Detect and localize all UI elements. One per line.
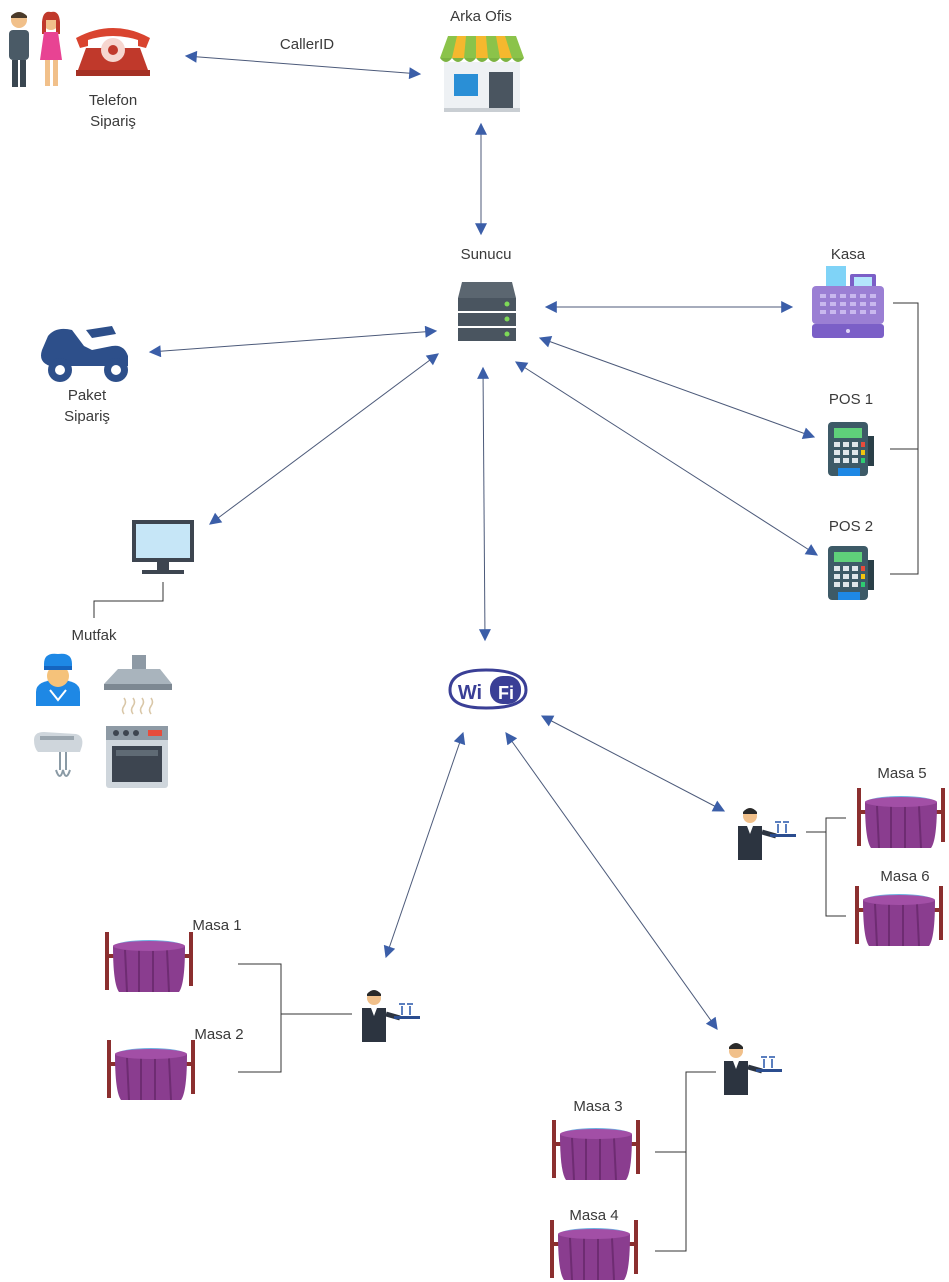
phone-order-label-line1: Telefon	[89, 92, 137, 109]
pos-terminal-icon	[828, 546, 874, 600]
tables-1-2-bracket	[238, 963, 282, 1073]
mixer-icon	[34, 732, 83, 777]
phone-order-label-line2: Sipariş	[90, 113, 136, 130]
server-label: Sunucu	[461, 246, 512, 263]
chef-icon	[36, 653, 80, 706]
wifi-logo-icon: Wi Fi	[448, 668, 528, 710]
kitchen-label: Mutfak	[71, 627, 117, 644]
range-hood-icon	[104, 655, 172, 715]
delivery-order-label-line2: Sipariş	[64, 408, 110, 425]
server-delivery-arrow	[148, 325, 438, 358]
server-pos1-arrow	[538, 336, 816, 439]
table-6-node: Masa 6	[854, 868, 944, 947]
phone-backoffice-arrow	[184, 50, 422, 80]
pos1-label: POS 1	[829, 391, 873, 408]
dining-table-icon	[856, 787, 946, 849]
wifi-node: Wi Fi	[448, 668, 528, 710]
server-node: Sunucu	[458, 246, 516, 341]
pos1-node: POS 1	[828, 391, 874, 476]
cash-register-node: Kasa	[812, 246, 884, 338]
table-5-node: Masa 5	[856, 765, 946, 849]
table-1-node: Masa 1	[104, 917, 242, 993]
customers-icon	[9, 11, 62, 87]
back-office-label: Arka Ofis	[450, 8, 512, 25]
table-4-node: Masa 4	[549, 1207, 639, 1281]
shop-icon	[440, 36, 524, 112]
tables-3-4-bracket	[655, 1071, 716, 1252]
scooter-icon	[41, 326, 128, 382]
callerid-label: CallerID	[280, 36, 334, 53]
waiter-icon	[362, 990, 420, 1042]
dining-table-icon	[854, 885, 944, 947]
register-bracket	[890, 302, 919, 575]
waiter-icon	[738, 808, 796, 860]
wifi-label-fi: Fi	[498, 683, 514, 703]
dining-table-icon	[106, 1039, 196, 1101]
wifi-waiter-left-arrow	[383, 731, 466, 959]
connectors	[93, 50, 919, 1252]
table-3-node: Masa 3	[551, 1098, 641, 1181]
pos2-label: POS 2	[829, 518, 873, 535]
table-label: Masa 2	[194, 1026, 243, 1043]
back-office-node: Arka Ofis	[440, 8, 524, 112]
table-label: Masa 5	[877, 765, 926, 782]
monitor-kitchen-connector	[93, 582, 164, 618]
telephone-icon	[76, 28, 150, 76]
server-kitchen-arrow	[209, 353, 439, 525]
kitchen-node: Mutfak	[34, 520, 194, 788]
delivery-order-label-line1: Paket	[68, 387, 107, 404]
wifi-waiter-bottom-arrow	[505, 732, 718, 1030]
wifi-waiter-right-arrow	[540, 715, 726, 812]
server-icon	[458, 282, 516, 341]
waiter-icon	[724, 1043, 782, 1095]
cash-register-label: Kasa	[831, 246, 866, 263]
dining-table-icon	[549, 1219, 639, 1281]
wifi-label-wi: Wi	[458, 682, 482, 704]
phone-order-node: Telefon Sipariş	[9, 11, 150, 130]
cash-register-icon	[812, 266, 884, 338]
dining-table-icon	[104, 931, 194, 993]
table-label: Masa 3	[573, 1098, 622, 1115]
oven-icon	[106, 726, 168, 788]
table-label: Masa 4	[569, 1207, 618, 1224]
monitor-icon	[132, 520, 194, 574]
pos-terminal-icon	[828, 422, 874, 476]
tables-5-6-bracket	[825, 817, 846, 917]
pos2-node: POS 2	[828, 518, 874, 600]
server-wifi-arrow	[477, 366, 491, 642]
dining-table-icon	[551, 1119, 641, 1181]
table-label: Masa 6	[880, 868, 929, 885]
table-label: Masa 1	[192, 917, 241, 934]
delivery-order-node: Paket Sipariş	[41, 326, 128, 425]
table-2-node: Masa 2	[106, 1026, 244, 1101]
server-pos2-arrow	[514, 361, 819, 556]
